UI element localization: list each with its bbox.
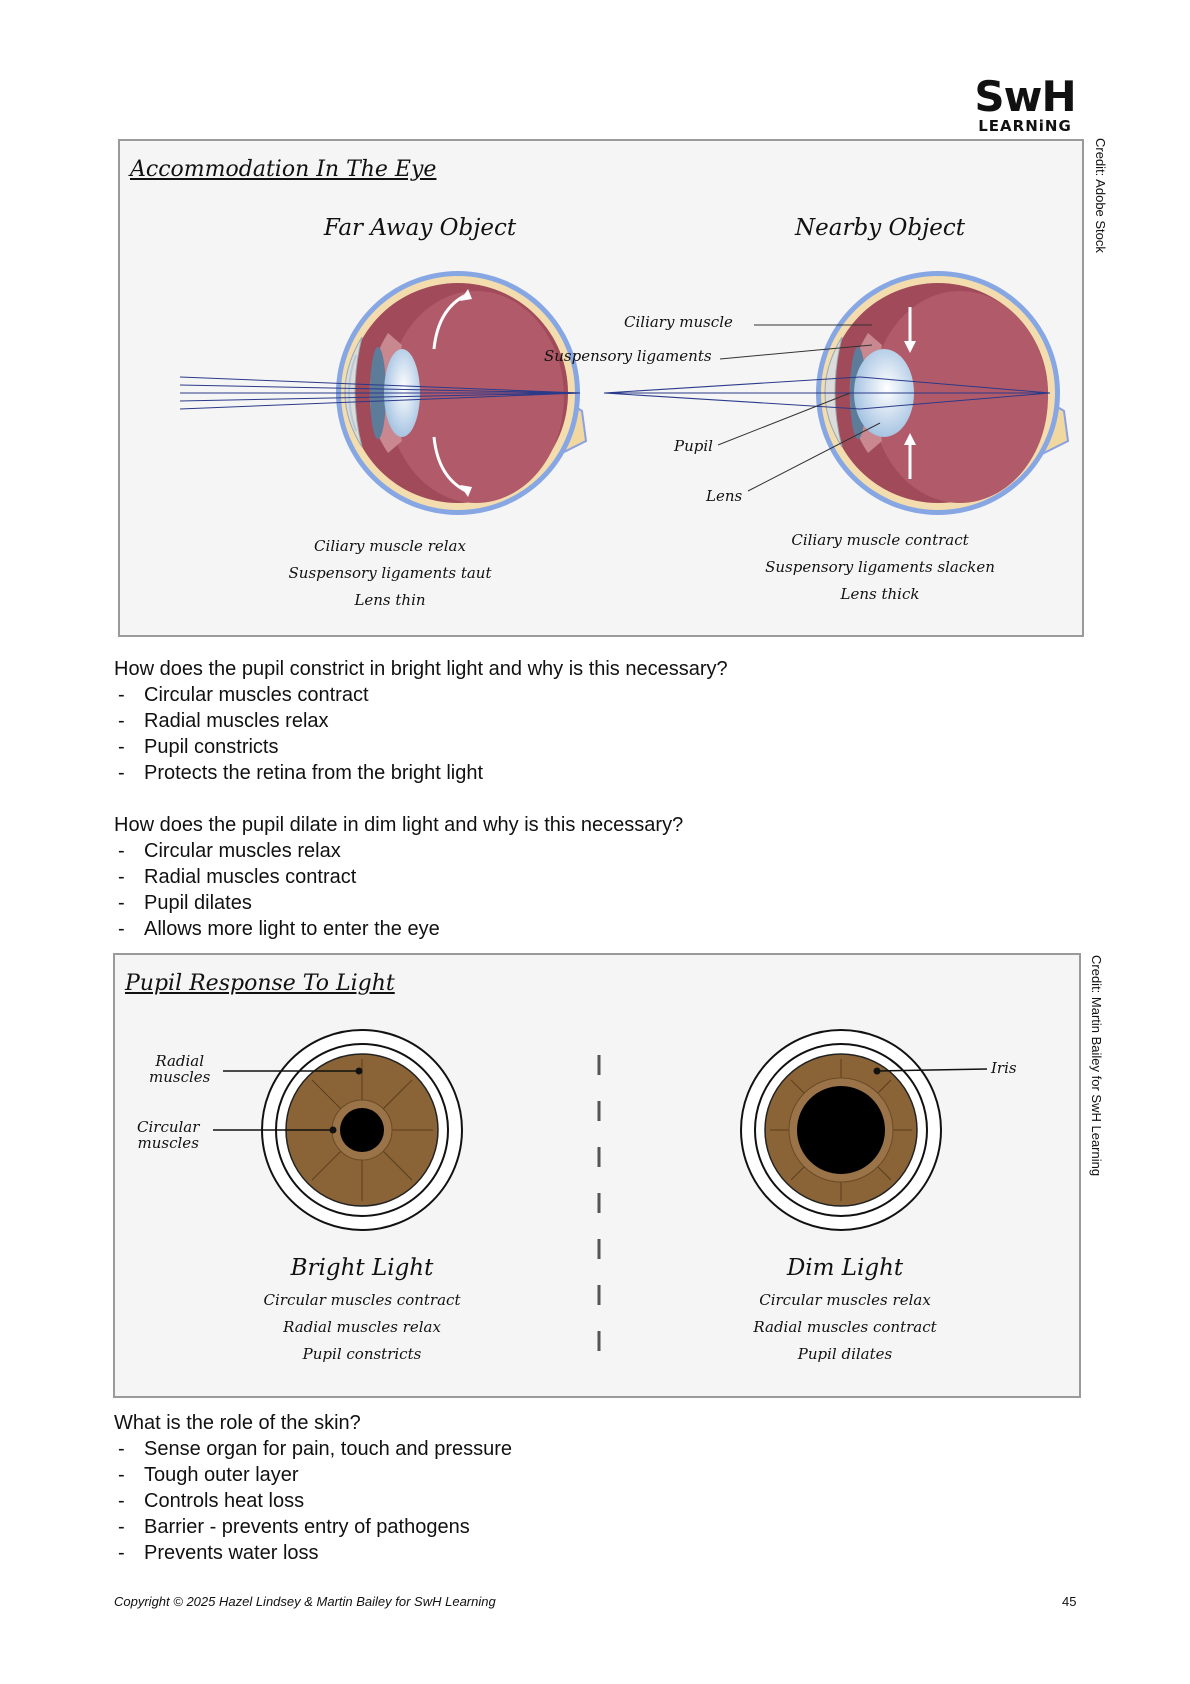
label-radial-line2: muscles: [149, 1068, 211, 1086]
dim-caption-circular: Circular muscles relax: [759, 1291, 931, 1309]
bright-caption-radial: Radial muscles relax: [283, 1318, 441, 1336]
far-eye-diagram: [179, 271, 588, 515]
bright-light-heading: Bright Light: [290, 1255, 434, 1281]
far-object-heading: Far Away Object: [323, 215, 517, 241]
swh-learning-logo: SwH LEARNiNG: [970, 72, 1080, 135]
label-radial-muscles: Radial muscles: [149, 1053, 210, 1085]
near-caption-suspensory: Suspensory ligaments slacken: [765, 558, 995, 576]
question-skin: What is the role of the skin?: [114, 1412, 361, 1434]
answer-item: Controls heat loss: [114, 1488, 512, 1514]
bright-caption-pupil: Pupil constricts: [302, 1345, 422, 1363]
accommodation-panel: Accommodation In The Eye Far Away Object…: [118, 139, 1084, 637]
label-circular-line1: Circular: [137, 1118, 200, 1136]
near-eye-diagram: [603, 271, 1070, 515]
far-caption-lens: Lens thin: [354, 591, 426, 609]
far-caption-ciliary: Ciliary muscle relax: [314, 537, 466, 555]
far-caption-suspensory: Suspensory ligaments taut: [288, 564, 492, 582]
dim-light-heading: Dim Light: [786, 1255, 904, 1281]
answer-item: Protects the retina from the bright ligh…: [114, 760, 728, 786]
answer-item: Tough outer layer: [114, 1462, 512, 1488]
label-iris: Iris: [991, 1059, 1017, 1077]
label-lens: Lens: [706, 487, 743, 505]
label-ciliary-muscle: Ciliary muscle: [624, 313, 733, 331]
answer-item: Sense organ for pain, touch and pressure: [114, 1436, 512, 1462]
accommodation-title: Accommodation In The Eye: [130, 157, 437, 182]
answer-item: Prevents water loss: [114, 1540, 512, 1566]
credit-adobe-stock: Credit: Adobe Stock: [1093, 138, 1108, 253]
credit-martin-bailey: Credit: Martin Bailey for SwH Learning: [1089, 955, 1104, 1177]
answer-item: Circular muscles relax: [114, 838, 683, 864]
question-dilate: How does the pupil dilate in dim light a…: [114, 814, 684, 836]
label-circular-line2: muscles: [137, 1134, 199, 1152]
label-circular-muscles: Circular muscles: [137, 1119, 199, 1151]
near-object-heading: Nearby Object: [795, 215, 965, 241]
pupil-diagrams: [213, 1029, 988, 1351]
footer-copyright: Copyright © 2025 Hazel Lindsey & Martin …: [114, 1594, 496, 1609]
near-captions: Ciliary muscle contract Suspensory ligam…: [710, 527, 1050, 608]
far-captions: Ciliary muscle relax Suspensory ligament…: [240, 533, 540, 614]
answer-item: Circular muscles contract: [114, 682, 728, 708]
qa-pupil-constrict: How does the pupil constrict in bright l…: [114, 656, 728, 786]
answer-item: Pupil constricts: [114, 734, 728, 760]
dim-light-eye: [740, 1029, 988, 1231]
label-pupil: Pupil: [674, 437, 713, 455]
logo-subtitle: LEARNiNG: [978, 117, 1072, 135]
bright-caption-circular: Circular muscles contract: [263, 1291, 461, 1309]
answer-item: Radial muscles relax: [114, 708, 728, 734]
label-radial-line1: Radial: [155, 1052, 205, 1070]
near-caption-ciliary: Ciliary muscle contract: [791, 531, 969, 549]
answer-item: Barrier - prevents entry of pathogens: [114, 1514, 512, 1540]
dim-caption-pupil: Pupil dilates: [797, 1345, 893, 1363]
label-suspensory-ligaments: Suspensory ligaments: [544, 347, 712, 365]
near-caption-lens: Lens thick: [840, 585, 920, 603]
qa-pupil-dilate: How does the pupil dilate in dim light a…: [114, 812, 683, 942]
logo-wordmark: SwH: [974, 72, 1076, 121]
dim-caption-radial: Radial muscles contract: [753, 1318, 937, 1336]
bright-light-captions: Circular muscles contract Radial muscles…: [192, 1287, 532, 1368]
eye-diagrams: [179, 271, 1070, 515]
question-constrict: How does the pupil constrict in bright l…: [114, 658, 728, 680]
answer-item: Pupil dilates: [114, 890, 683, 916]
pupil-response-title: Pupil Response To Light: [125, 971, 395, 996]
answer-item: Radial muscles contract: [114, 864, 683, 890]
qa-skin-role: What is the role of the skin? Sense orga…: [114, 1410, 512, 1566]
bright-light-eye: [213, 1029, 463, 1231]
footer-page-number: 45: [1062, 1594, 1077, 1609]
pupil-response-panel: Pupil Response To Light: [113, 953, 1081, 1398]
answer-item: Allows more light to enter the eye: [114, 916, 683, 942]
dim-light-captions: Circular muscles relax Radial muscles co…: [675, 1287, 1015, 1368]
